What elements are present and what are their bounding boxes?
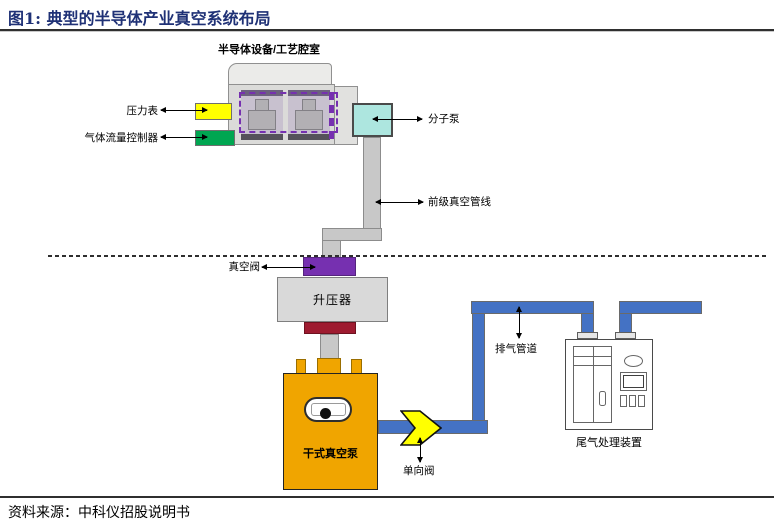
gas-flow-controller-label: 气体流量控制器 <box>84 132 159 144</box>
unit-button <box>629 395 636 407</box>
foreline-label: 前级真空管线 <box>428 196 491 208</box>
molecular-pump-arrow <box>372 115 423 122</box>
cabinet-divider <box>593 347 595 422</box>
exhaust-flange-1 <box>577 332 598 339</box>
vacuum-valve-arrow <box>261 263 316 270</box>
source-text: 资料来源：中科仪招股说明书 <box>8 505 190 521</box>
foreline-pipe-vertical <box>363 137 381 229</box>
unit-button <box>638 395 645 407</box>
booster-outlet <box>304 322 356 334</box>
wafer-pedestal-base <box>248 110 276 130</box>
tail-gas-unit <box>565 339 653 430</box>
cabinet-line <box>574 356 611 358</box>
unit-button <box>620 395 627 407</box>
vacuum-valve-label: 真空阀 <box>228 261 261 273</box>
chamber-label: 半导体设备/工艺腔室 <box>218 44 321 56</box>
booster-box: 升压器 <box>277 277 388 322</box>
pressure-gauge-label: 压力表 <box>126 105 159 117</box>
vacuum-valve-box <box>303 257 356 276</box>
tail-gas-unit-label: 尾气处理装置 <box>576 437 642 449</box>
pump-post-right <box>351 359 362 374</box>
pump-sight-window <box>311 403 346 419</box>
booster-label: 升压器 <box>312 293 352 307</box>
cabinet-line <box>574 365 611 367</box>
molecular-pump-label: 分子泵 <box>428 113 460 125</box>
cabinet-handle <box>599 391 606 406</box>
pump-post-left <box>296 359 306 374</box>
unit-display-screen <box>623 375 644 388</box>
unit-display-panel <box>620 372 647 391</box>
wafer-pedestal-base <box>295 110 323 130</box>
pump-sight-dot <box>320 408 331 419</box>
chamber-dashed-outline <box>239 92 338 133</box>
foreline-arrow <box>375 198 424 205</box>
check-valve-arrow <box>416 437 423 463</box>
bay-slot <box>304 135 314 138</box>
pump-sight-glass <box>304 397 352 422</box>
exhaust-pipe-upper-left <box>471 301 594 314</box>
unit-cabinet <box>573 346 612 423</box>
exhaust-pipe-riser <box>472 302 485 434</box>
exhaust-inlet-pipe-2 <box>619 313 632 334</box>
exhaust-flange-2 <box>615 332 636 339</box>
dry-pump-body: 干式真空泵 <box>283 373 378 490</box>
exhaust-pipe-upper-right <box>619 301 702 314</box>
pressure-gauge-box <box>195 103 232 120</box>
gas-flow-controller-box <box>195 130 235 146</box>
exhaust-pipe-arrow <box>515 306 522 339</box>
booster-pipe <box>320 334 339 360</box>
pressure-gauge-arrow <box>160 106 208 113</box>
pump-post-middle <box>317 358 341 374</box>
foreline-pipe-elbow <box>322 228 382 241</box>
gas-flow-controller-arrow <box>160 133 208 140</box>
equipment-top-cap <box>228 63 332 86</box>
title-divider <box>0 29 774 32</box>
exhaust-pipe-label: 排气管道 <box>495 343 537 355</box>
exhaust-inlet-pipe-1 <box>581 313 594 334</box>
unit-indicator-ellipse <box>624 355 643 367</box>
check-valve-label: 单向阀 <box>403 465 435 477</box>
source-divider <box>0 496 774 498</box>
boundary-dashed-line <box>48 255 766 257</box>
dry-pump-label: 干式真空泵 <box>303 448 358 460</box>
figure-title: 图1: 典型的半导体产业真空系统布局 <box>8 9 271 28</box>
chamber-dashed-divider <box>329 92 334 140</box>
bay-slot <box>257 135 267 138</box>
